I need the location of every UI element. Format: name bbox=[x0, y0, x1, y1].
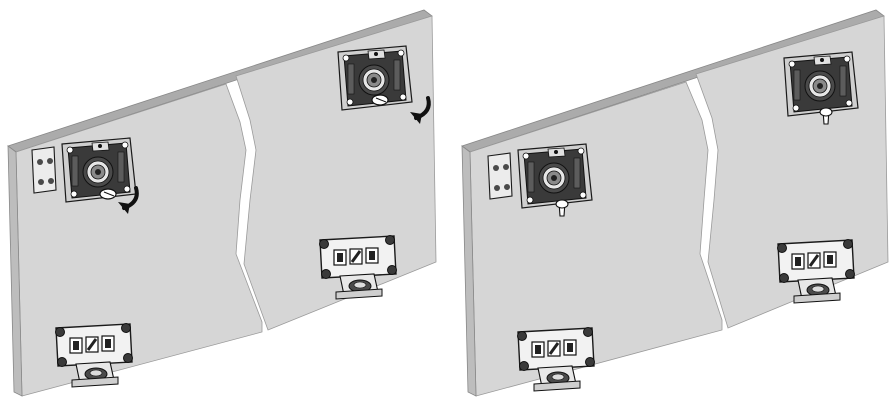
top-roller-fitting-left bbox=[517, 143, 593, 209]
panel-after bbox=[461, 9, 889, 397]
door-left-edge bbox=[7, 145, 23, 397]
door-left-half bbox=[469, 81, 723, 397]
side-mounting-bracket bbox=[31, 146, 57, 194]
top-roller-fitting-left bbox=[61, 137, 137, 203]
cam-lever-open-right bbox=[371, 94, 389, 106]
door-left-edge bbox=[461, 145, 477, 397]
door-left-half bbox=[15, 83, 263, 397]
panel-before bbox=[7, 9, 437, 397]
side-mounting-bracket bbox=[487, 152, 513, 200]
top-roller-fitting-right bbox=[783, 51, 859, 117]
cam-lever-open-left bbox=[99, 188, 117, 200]
